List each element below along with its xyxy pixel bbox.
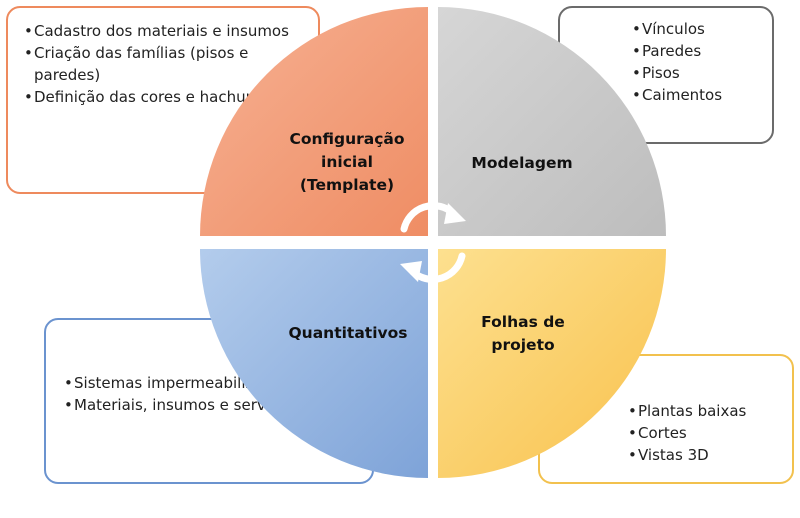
quadrant-configuracao (200, 7, 428, 236)
label-line: Folhas de (481, 313, 565, 331)
quantitativos-list: Sistemas impermeabilizante Materiais, in… (62, 372, 364, 416)
quadrant-modelagem (438, 7, 666, 236)
list-item: Cortes (626, 422, 784, 444)
label-configuracao-inicial: Configuração inicial (Template) (272, 128, 422, 197)
label-line: Modelagem (471, 154, 573, 172)
label-line: projeto (491, 336, 555, 354)
list-item: Paredes (630, 40, 764, 62)
label-line: inicial (321, 153, 373, 171)
label-quantitativos: Quantitativos (268, 322, 428, 345)
label-line: (Template) (299, 176, 395, 194)
list-item: Plantas baixas (626, 400, 784, 422)
list-item: Pisos (630, 62, 764, 84)
list-item: Cadastro dos materiais e insumos (22, 20, 308, 42)
cycle-arrows-icon (400, 202, 466, 283)
list-item: Vínculos (630, 18, 764, 40)
folhas-list: Plantas baixas Cortes Vistas 3D (626, 400, 784, 466)
quadrant-folhas-de-projeto (438, 249, 666, 478)
list-item: Definição das cores e hachuras (22, 86, 308, 108)
modelagem-list: Vínculos Paredes Pisos Caimentos (630, 18, 764, 106)
arrowheads-icon (400, 203, 466, 282)
list-item: Vistas 3D (626, 444, 784, 466)
list-item: Criação das famílias (pisos e paredes) (22, 42, 308, 86)
label-folhas-de-projeto: Folhas de projeto (458, 311, 588, 357)
list-item: Materiais, insumos e serviços (62, 394, 364, 416)
configuracao-list: Cadastro dos materiais e insumos Criação… (22, 20, 308, 108)
list-item: Caimentos (630, 84, 764, 106)
cycle-diagram (200, 7, 666, 478)
label-line: Quantitativos (288, 324, 408, 342)
label-modelagem: Modelagem (452, 152, 592, 175)
quadrant-quantitativos (200, 249, 428, 478)
label-line: Configuração (289, 130, 405, 148)
list-item: Sistemas impermeabilizante (62, 372, 364, 394)
